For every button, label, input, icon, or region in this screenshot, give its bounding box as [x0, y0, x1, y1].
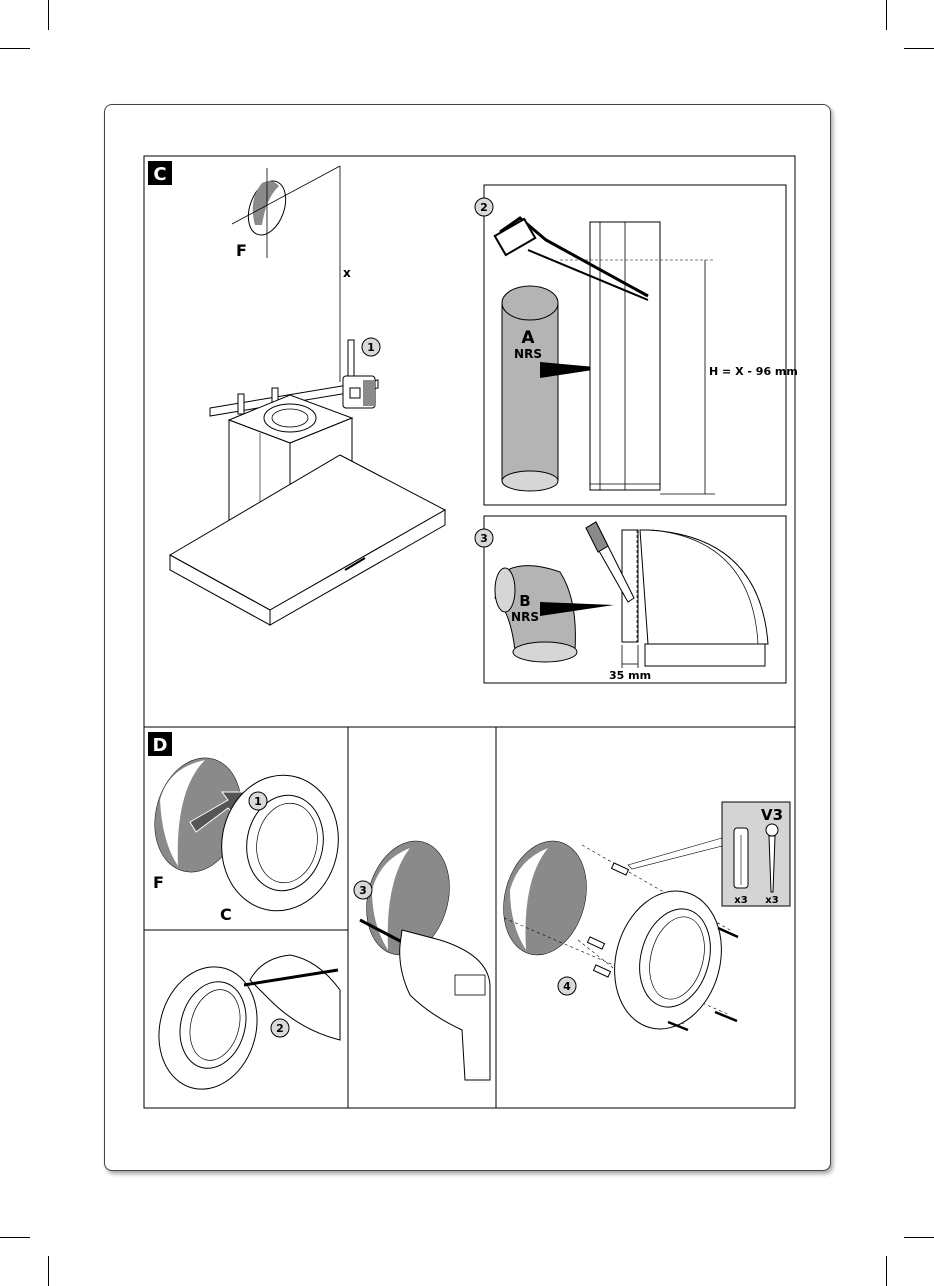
pipe-a-letter: A [521, 328, 535, 348]
step-2-number: 2 [480, 201, 488, 214]
pipe-a [502, 286, 558, 491]
kit-label: V3 [761, 806, 783, 824]
step-d2-number: 2 [276, 1022, 284, 1035]
hood-canopy [170, 455, 445, 625]
step-d1-number: 1 [254, 795, 262, 808]
plug-icon [734, 828, 748, 888]
kit-callout [628, 838, 722, 869]
step-d3-number: 3 [359, 884, 367, 897]
flange-label-c: C [220, 905, 232, 924]
hole-label-f-d: F [153, 873, 164, 892]
chimney-section [590, 222, 660, 490]
step-3-number: 3 [480, 532, 488, 545]
hand-with-pencil [244, 955, 340, 1040]
step-1-number: 1 [367, 341, 375, 354]
pipe-a-sub: NRS [514, 347, 542, 361]
dimension-x-label: x [343, 266, 351, 280]
wall-hole-top [232, 166, 340, 258]
flange-ring-d4 [600, 879, 737, 1041]
cut-length-label: 35 mm [609, 669, 651, 682]
step-d4-number: 4 [563, 980, 571, 993]
section-c-label: C [153, 164, 166, 185]
screw-qty: x3 [765, 895, 778, 906]
elbow-b-sub: NRS [511, 610, 539, 624]
plug-qty: x3 [734, 895, 747, 906]
section-d-label: D [153, 735, 168, 756]
hole-label-f: F [236, 241, 247, 260]
wall-hole-d4 [491, 832, 598, 965]
height-formula: H = X - 96 mm [709, 365, 798, 378]
elbow-b-letter: B [519, 592, 530, 610]
